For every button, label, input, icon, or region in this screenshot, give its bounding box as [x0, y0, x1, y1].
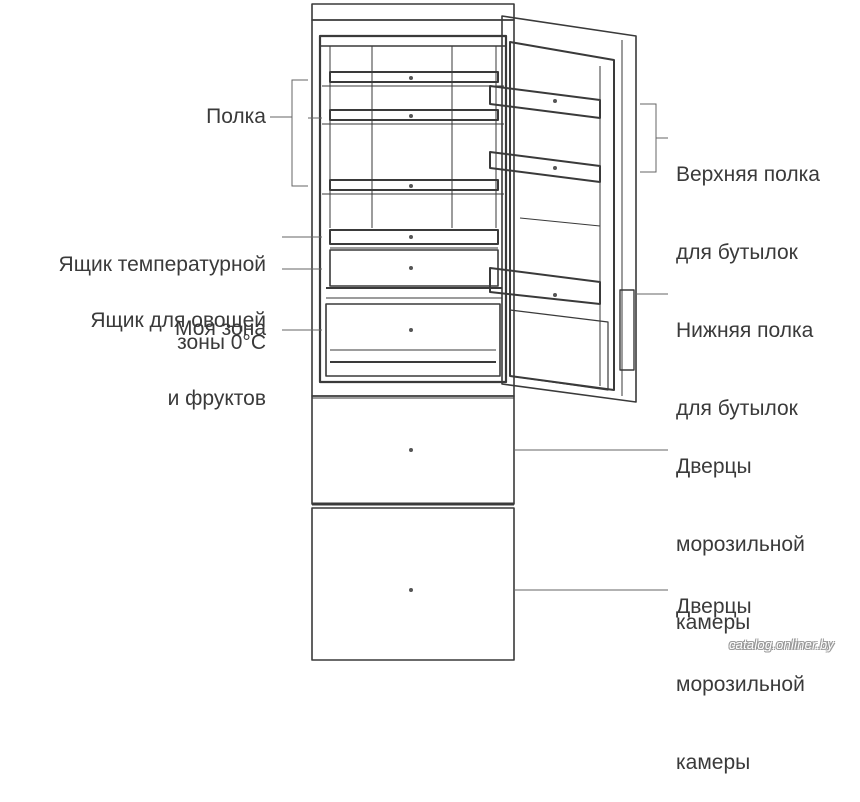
label-zero-zone-box-line1: Ящик температурной	[58, 253, 266, 276]
my-zone-drawer	[325, 303, 501, 377]
label-bottom-bottle-shelf-line1: Нижняя полка	[676, 319, 814, 342]
watermark: catalog.onliner.by	[728, 637, 834, 652]
label-top-bottle-shelf-line1: Верхняя полка	[676, 163, 820, 186]
label-veg-box: Ящик для овощей и фруктов	[90, 256, 266, 438]
label-shelf: Полка	[206, 105, 266, 128]
door-bottom-bottle-shelf	[489, 267, 601, 305]
fridge-inner-frame	[318, 34, 508, 384]
label-freezer-doors-1: Дверцы морозильной камеры	[676, 402, 805, 662]
label-zero-zone-box: Ящик температурной зоны 0°C	[59, 200, 266, 382]
fridge-top-cap	[311, 3, 515, 21]
label-freezer-doors-2-line2: морозильной	[676, 673, 805, 696]
fridge-diagram	[270, 3, 668, 661]
door-top-bottle-shelf	[489, 85, 601, 119]
label-top-bottle-shelf-line2: для бутылок	[676, 241, 798, 264]
fridge-body	[311, 19, 515, 397]
label-bottom-bottle-shelf-line2: для бутылок	[676, 397, 798, 420]
bottle-bracket	[640, 103, 657, 173]
label-freezer-doors-2-line1: Дверцы	[676, 595, 752, 618]
vegetable-drawer	[326, 249, 502, 299]
label-freezer-doors-1-line2: морозильной	[676, 533, 805, 556]
door-middle-bottle-shelf	[489, 151, 601, 183]
label-bottom-bottle-shelf: Нижняя полка для бутылок	[676, 266, 813, 448]
shelf-bracket	[291, 79, 308, 187]
shelf-1	[322, 71, 504, 87]
shelf-3	[322, 179, 504, 195]
label-top-bottle-shelf: Верхняя полка для бутылок	[676, 110, 820, 292]
shelf-2	[322, 109, 504, 125]
zero-zone-drawer	[329, 229, 499, 249]
freezer-drawer-2	[311, 507, 515, 661]
fridge-door-open	[501, 15, 637, 403]
label-freezer-doors-2: Дверцы морозильной камеры	[676, 542, 805, 802]
label-zero-zone-box-line2: зоны 0°C	[177, 331, 266, 354]
label-freezer-doors-1-line1: Дверцы	[676, 455, 752, 478]
label-freezer-doors-2-line3: камеры	[676, 751, 751, 774]
label-veg-box-line2: и фруктов	[167, 387, 266, 410]
label-freezer-doors-1-line3: камеры	[676, 611, 751, 634]
label-veg-box-line1: Ящик для овощей	[90, 309, 266, 332]
label-my-zone: Моя зона	[175, 317, 266, 340]
